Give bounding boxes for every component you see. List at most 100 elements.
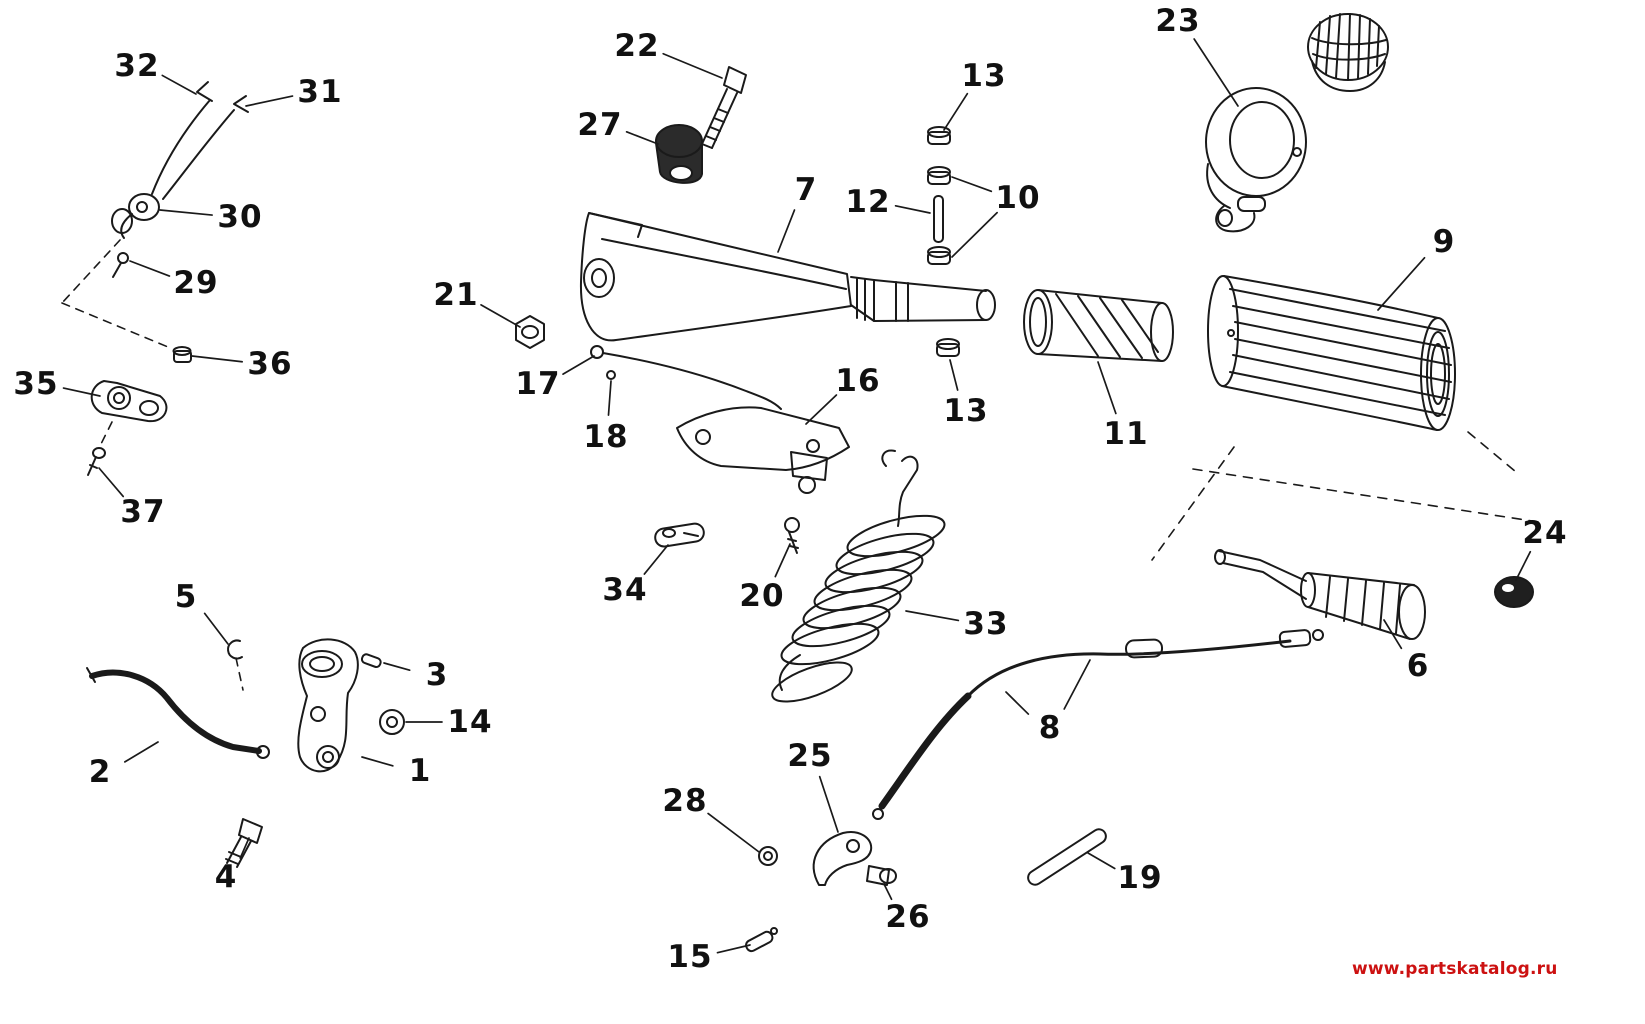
part-callout-8: 8	[1038, 710, 1062, 746]
part-callout-21: 21	[433, 277, 479, 313]
leader-line-13	[949, 359, 959, 391]
part-spring-17	[590, 345, 782, 410]
part-callout-14: 14	[447, 704, 493, 740]
part-ring-5	[227, 639, 243, 660]
part-screw-37	[87, 447, 106, 476]
part-clevis-35	[90, 380, 168, 423]
part-throttle-cable-8	[872, 629, 1324, 820]
part-callout-24: 24	[1522, 515, 1568, 551]
part-callout-27: 27	[577, 107, 623, 143]
part-screw-29	[112, 252, 129, 278]
part-callout-19: 19	[1117, 860, 1163, 896]
part-spacer-27	[655, 124, 703, 184]
part-grip-sleeve-11	[1023, 289, 1174, 362]
part-pin-19	[1027, 828, 1107, 886]
part-callout-26: 26	[885, 899, 931, 935]
part-knurled-cap-23	[1307, 13, 1389, 92]
part-nut-10a	[927, 166, 951, 185]
part-callout-37: 37	[120, 494, 166, 530]
construction-lines-left	[61, 239, 244, 691]
part-callout-28: 28	[662, 783, 708, 819]
leader-line-18	[607, 380, 612, 416]
part-callout-12: 12	[845, 184, 891, 220]
leader-line-20	[774, 543, 791, 578]
leader-line-9	[1377, 256, 1426, 311]
leader-line-1	[361, 756, 394, 767]
part-nut-36	[172, 346, 192, 363]
leader-line-31	[245, 95, 294, 107]
part-callout-33: 33	[963, 606, 1009, 642]
leader-line-36	[191, 355, 243, 363]
part-callout-2: 2	[88, 754, 112, 790]
leader-line-8	[1063, 659, 1091, 710]
leader-line-5	[203, 612, 229, 645]
leader-line-16	[805, 394, 838, 425]
part-callout-17: 17	[515, 366, 561, 402]
part-clip-34	[654, 522, 705, 548]
part-tiller-housing-7	[579, 212, 852, 342]
part-pin-15	[745, 927, 778, 953]
part-callout-16: 16	[835, 363, 881, 399]
part-pin-12	[933, 195, 944, 243]
part-bracket-1	[297, 638, 359, 773]
leader-line-17	[562, 355, 595, 376]
leader-line-21	[480, 303, 521, 328]
part-lanyard-33	[771, 449, 946, 703]
leader-line-29	[129, 260, 171, 277]
leader-line-26	[883, 883, 893, 901]
part-throttle-shaft	[850, 276, 996, 322]
leader-line-22	[662, 52, 723, 79]
part-nut-13-top	[927, 126, 951, 145]
leader-line-15	[716, 944, 751, 954]
leader-line-37	[98, 467, 125, 498]
leader-line-34	[643, 544, 669, 575]
part-bolt-22	[701, 66, 747, 149]
leader-line-12	[894, 204, 931, 214]
part-callout-36: 36	[247, 346, 293, 382]
leader-line-25	[818, 775, 839, 833]
part-callout-10: 10	[995, 180, 1041, 216]
part-wire-harness-30	[111, 81, 249, 239]
part-callout-20: 20	[739, 578, 785, 614]
part-callout-13: 13	[961, 58, 1007, 94]
part-callout-32: 32	[114, 48, 160, 84]
leader-line-4	[239, 837, 250, 859]
watermark: www.partskatalog.ru	[1352, 959, 1558, 979]
part-callout-23: 23	[1155, 3, 1201, 39]
part-pin-3	[360, 653, 382, 668]
part-bolt-4	[225, 818, 263, 868]
part-callout-18: 18	[583, 419, 629, 455]
leader-line-11	[1097, 361, 1117, 415]
part-screw-20	[784, 517, 800, 554]
part-callout-7: 7	[794, 172, 818, 208]
part-callout-30: 30	[217, 199, 263, 235]
part-callout-15: 15	[667, 939, 713, 975]
part-callout-34: 34	[602, 572, 648, 608]
part-callout-31: 31	[297, 74, 343, 110]
leader-line-7	[777, 209, 796, 253]
part-nut-13-lower	[936, 338, 960, 357]
part-callout-1: 1	[408, 753, 432, 789]
part-callout-4: 4	[214, 859, 238, 895]
part-callout-5: 5	[174, 579, 198, 615]
part-nut-10b	[927, 246, 951, 265]
part-callout-9: 9	[1432, 224, 1456, 260]
leader-line-8	[1005, 691, 1030, 715]
part-rubber-grip-9	[1207, 275, 1456, 431]
part-cap-24	[1494, 576, 1534, 608]
leader-line-6	[1383, 619, 1403, 650]
part-callout-25: 25	[787, 738, 833, 774]
part-callout-29: 29	[173, 265, 219, 301]
leader-line-23	[1193, 38, 1239, 107]
leader-line-3	[383, 662, 411, 671]
leader-line-32	[161, 74, 197, 95]
part-throttle-bezel-23	[1205, 87, 1307, 233]
part-nut-28	[758, 846, 778, 866]
construction-lines-right	[1151, 431, 1546, 561]
part-callout-22: 22	[614, 28, 660, 64]
part-callout-3: 3	[425, 657, 449, 693]
part-washer-14	[379, 709, 405, 735]
